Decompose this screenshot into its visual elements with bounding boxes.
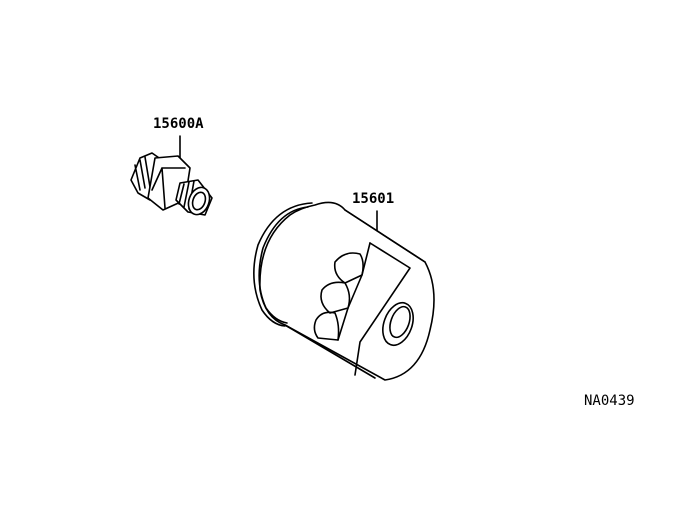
part-label-15601[interactable]: 15601 bbox=[352, 191, 395, 207]
diagram-code: NA0439 bbox=[584, 393, 635, 409]
oil-filter bbox=[253, 201, 435, 381]
oil-filter-union-fitting bbox=[130, 152, 213, 216]
part-label-15600A[interactable]: 15600A bbox=[153, 116, 204, 132]
